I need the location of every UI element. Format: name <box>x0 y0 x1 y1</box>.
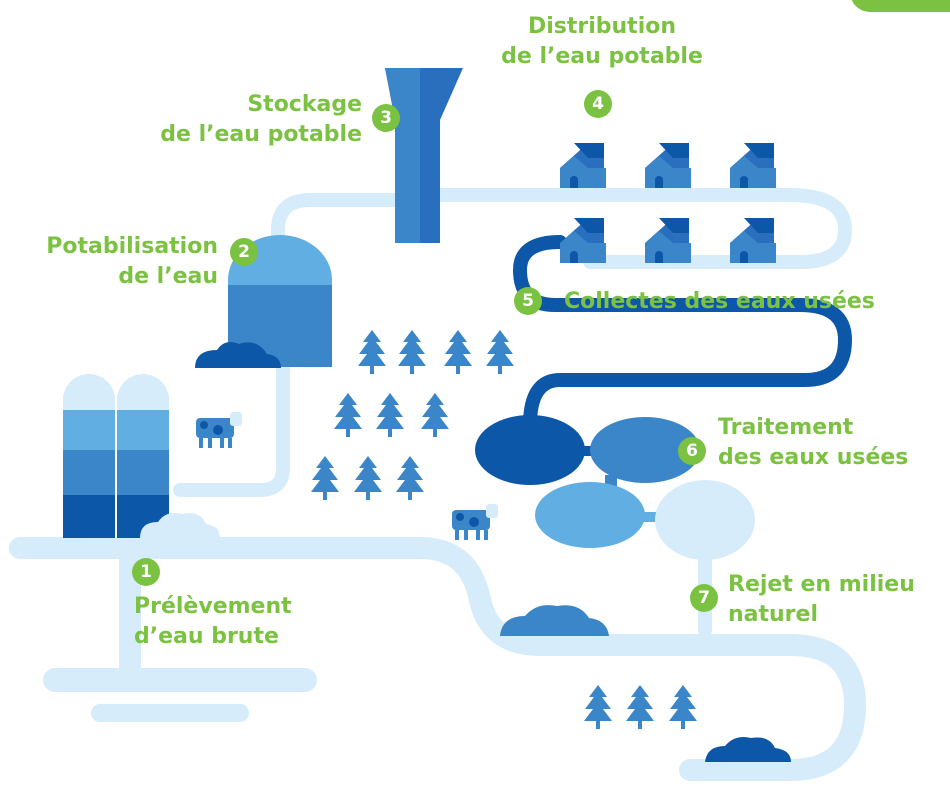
step-1-badge: 1 <box>132 558 160 586</box>
basin-light <box>535 482 645 548</box>
distribution-pipe <box>413 188 852 269</box>
step-7-badge: 7 <box>690 584 718 612</box>
tree-icon <box>311 456 339 500</box>
tree-icon <box>669 685 697 729</box>
step-5-label: Collectes des eaux usées <box>564 289 875 314</box>
cloud-icon <box>140 513 220 538</box>
tree-icon <box>421 393 449 437</box>
waste-water-pipe <box>512 235 853 432</box>
supply-pipe-2 <box>271 193 412 257</box>
tree-icon <box>334 393 362 437</box>
tree-icon <box>584 685 612 729</box>
corner-tab-decoration <box>850 0 950 12</box>
tree-icon <box>444 330 472 374</box>
cow-icon <box>196 412 242 448</box>
cloud-icon <box>500 605 609 636</box>
cloud-icons <box>140 342 791 762</box>
step-6-badge: 6 <box>678 437 706 465</box>
houses <box>560 143 776 263</box>
cow-icon <box>452 504 498 540</box>
step-5-badge: 5 <box>514 287 542 315</box>
main-river-pipe <box>9 537 866 781</box>
water-tower-icon <box>385 68 463 243</box>
cloud-icon <box>705 737 791 762</box>
treatment-plant-icon <box>228 235 332 367</box>
treatment-basins <box>475 415 755 560</box>
clean-water-pipes <box>9 188 866 781</box>
silo-icon <box>63 374 169 538</box>
basin-dark <box>475 415 585 485</box>
tree-icon <box>396 456 424 500</box>
step-4-badge: 4 <box>584 90 612 118</box>
basin-mid <box>590 417 700 483</box>
tree-icon <box>486 330 514 374</box>
step-3-badge: 3 <box>372 104 400 132</box>
basin-pale <box>655 480 755 560</box>
tree-icon <box>376 393 404 437</box>
tree-icon <box>358 330 386 374</box>
tree-icon <box>354 456 382 500</box>
step-2-badge: 2 <box>230 238 258 266</box>
supply-pipe-1 <box>173 333 290 497</box>
cloud-icon <box>195 342 281 368</box>
tree-icon <box>398 330 426 374</box>
tree-icon <box>626 685 654 729</box>
